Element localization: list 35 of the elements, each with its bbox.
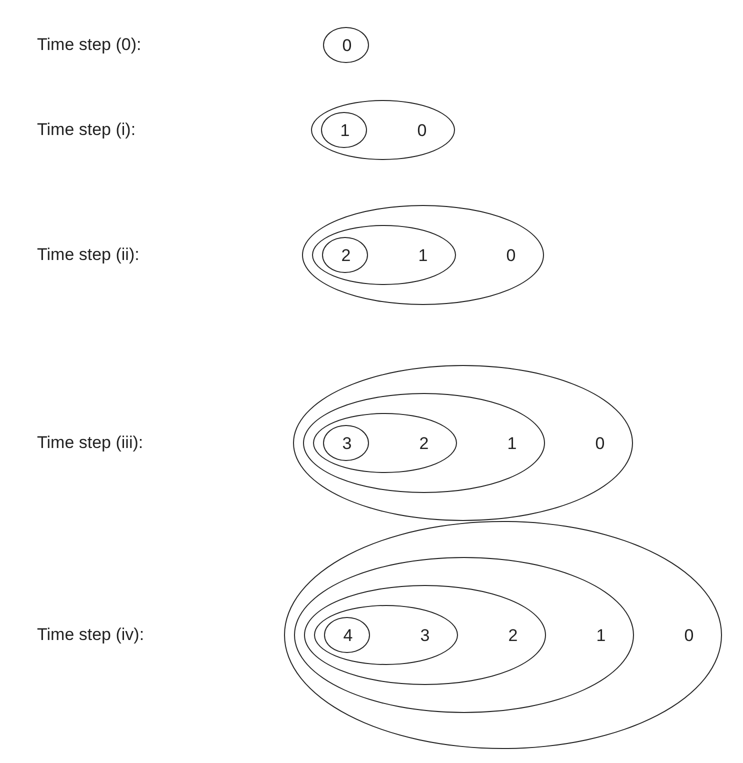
step-number: 0 bbox=[417, 121, 427, 141]
row-label: Time step (ii): bbox=[37, 245, 140, 265]
circle-outline bbox=[323, 27, 369, 63]
circle-outline bbox=[322, 237, 368, 273]
step-number: 1 bbox=[507, 434, 517, 454]
circle-outline bbox=[324, 617, 370, 653]
row-label: Time step (0): bbox=[37, 35, 142, 55]
ellipse-outline bbox=[302, 205, 544, 305]
step-number: 1 bbox=[418, 246, 428, 266]
ellipse-outline bbox=[304, 585, 546, 685]
circle-outline bbox=[323, 425, 369, 461]
step-number: 0 bbox=[342, 36, 352, 56]
ellipse-outline bbox=[293, 365, 633, 521]
ellipse-outline bbox=[313, 413, 457, 473]
row-label: Time step (iv): bbox=[37, 625, 144, 645]
step-number: 2 bbox=[419, 434, 429, 454]
ellipse-outline bbox=[312, 225, 456, 285]
ellipse-outline bbox=[284, 521, 722, 749]
step-number: 2 bbox=[341, 246, 351, 266]
step-number: 0 bbox=[506, 246, 516, 266]
circle-outline bbox=[321, 112, 367, 148]
step-number: 0 bbox=[684, 626, 694, 646]
row-label: Time step (i): bbox=[37, 120, 136, 140]
row-label: Time step (iii): bbox=[37, 433, 144, 453]
step-number: 1 bbox=[596, 626, 606, 646]
ellipse-outline bbox=[311, 100, 455, 160]
ellipse-outline bbox=[294, 557, 634, 713]
ellipse-outline bbox=[314, 605, 458, 665]
step-number: 3 bbox=[342, 434, 352, 454]
ellipse-outline bbox=[303, 393, 545, 493]
step-number: 1 bbox=[340, 121, 350, 141]
step-number: 4 bbox=[343, 626, 353, 646]
step-number: 3 bbox=[420, 626, 430, 646]
step-number: 2 bbox=[508, 626, 518, 646]
step-number: 0 bbox=[595, 434, 605, 454]
